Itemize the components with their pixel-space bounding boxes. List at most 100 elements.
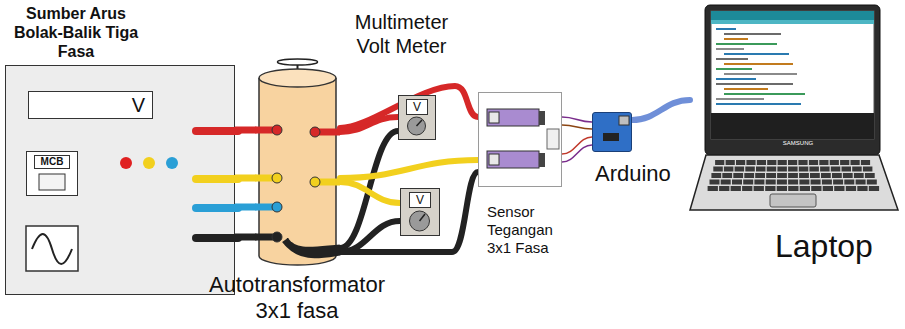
laptop-key — [767, 167, 777, 172]
laptop-key — [711, 173, 721, 178]
meter-unit: V — [409, 192, 431, 208]
trackpad — [770, 194, 816, 207]
code-line — [724, 33, 781, 35]
wire — [340, 182, 400, 203]
laptop-key — [823, 186, 833, 191]
laptop-key — [854, 173, 864, 178]
code-line — [716, 83, 793, 85]
sine-box — [26, 226, 78, 271]
laptop-key — [863, 167, 873, 172]
laptop-key — [799, 167, 809, 172]
laptop-key — [743, 180, 753, 185]
laptop-key — [744, 173, 754, 178]
laptop-key — [857, 186, 867, 191]
code-line — [724, 93, 805, 95]
wire — [632, 100, 690, 120]
laptop-key — [832, 173, 842, 178]
laptop-key — [865, 173, 875, 178]
laptop-label: Laptop — [775, 227, 900, 265]
voltage-display: V — [28, 91, 153, 119]
laptop-drawing — [690, 5, 900, 245]
mcb-lever — [39, 174, 65, 190]
laptop-key — [713, 167, 723, 172]
sensor-module — [487, 109, 539, 126]
mcb-breaker: MCB — [26, 151, 78, 196]
laptop-key — [809, 160, 818, 165]
laptop-key — [777, 186, 787, 191]
laptop-key — [724, 167, 734, 172]
terminal-lead — [196, 127, 238, 135]
code-line — [716, 98, 764, 100]
terminal — [310, 127, 320, 137]
voltage-sensor-board: Sensor Tegangan 3x1 Fasa — [478, 92, 562, 187]
screw-terminal — [489, 112, 499, 123]
sensor-label: Sensor Tegangan 3x1 Fasa — [487, 203, 567, 257]
laptop-key — [736, 160, 745, 165]
laptop-key — [822, 180, 832, 185]
wire-connector — [340, 86, 478, 252]
code-line — [716, 48, 744, 50]
laptop-key — [755, 173, 765, 178]
laptop-key — [788, 186, 798, 191]
laptop-key — [820, 167, 830, 172]
laptop-key — [710, 180, 720, 185]
terminal-lead — [196, 204, 238, 212]
knob-disc — [278, 59, 318, 65]
laptop-key — [726, 160, 735, 165]
wire — [562, 125, 592, 129]
laptop-key — [830, 160, 839, 165]
meter-needle — [420, 214, 426, 221]
arduino-board: Arduino — [592, 112, 632, 152]
display-unit: V — [29, 93, 145, 117]
laptop-key — [788, 173, 798, 178]
screw-terminal — [489, 154, 499, 165]
laptop-key — [708, 186, 718, 191]
laptop-key — [798, 160, 807, 165]
ac-source-box: Sumber Arus Bolak-Balik Tiga FasaVMCB — [5, 65, 235, 295]
laptop-key — [840, 160, 849, 165]
phase-lamp — [166, 157, 178, 169]
code-line — [716, 68, 752, 70]
arduino-label: Arduino — [595, 161, 695, 187]
laptop-key — [732, 180, 742, 185]
laptop-key — [765, 186, 775, 191]
terminal — [272, 173, 282, 183]
laptop-key — [852, 167, 862, 172]
ide-tabbar — [711, 20, 874, 24]
laptop-key — [754, 180, 764, 185]
laptop-key — [788, 180, 798, 185]
code-line — [716, 43, 777, 45]
sensor-module — [487, 151, 539, 168]
terminal — [272, 202, 282, 212]
wire — [340, 160, 478, 178]
meter-dial — [408, 117, 426, 135]
breadboard-strip — [547, 129, 559, 149]
laptop-key — [735, 167, 745, 172]
terminal — [272, 232, 282, 242]
laptop-key — [869, 186, 879, 191]
arduino-board-drawing — [593, 113, 631, 151]
meter-needle — [417, 120, 423, 126]
code-line — [716, 103, 801, 105]
laptop-key — [733, 173, 743, 178]
laptop-key — [766, 173, 776, 178]
laptop-key — [856, 180, 866, 185]
code-line — [724, 53, 789, 55]
terminal — [310, 177, 320, 187]
code-line — [724, 63, 793, 65]
laptop-base — [690, 155, 898, 210]
mcb-label: MCB — [34, 155, 70, 169]
wire-connector — [340, 182, 400, 252]
pin-header — [539, 111, 545, 125]
cylinder-top — [259, 69, 336, 87]
laptop-key — [721, 180, 731, 185]
meter-title: Multimeter Volt Meter — [339, 10, 464, 58]
autotransformer-label: Autotransformator 3x1 fasa — [197, 272, 397, 325]
wire — [340, 221, 400, 252]
wire-connector — [562, 117, 592, 162]
terminal-lead — [196, 234, 238, 242]
chip — [603, 133, 619, 141]
laptop-key — [809, 167, 819, 172]
ide-toolbar — [711, 11, 874, 20]
laptop-key — [788, 160, 797, 165]
